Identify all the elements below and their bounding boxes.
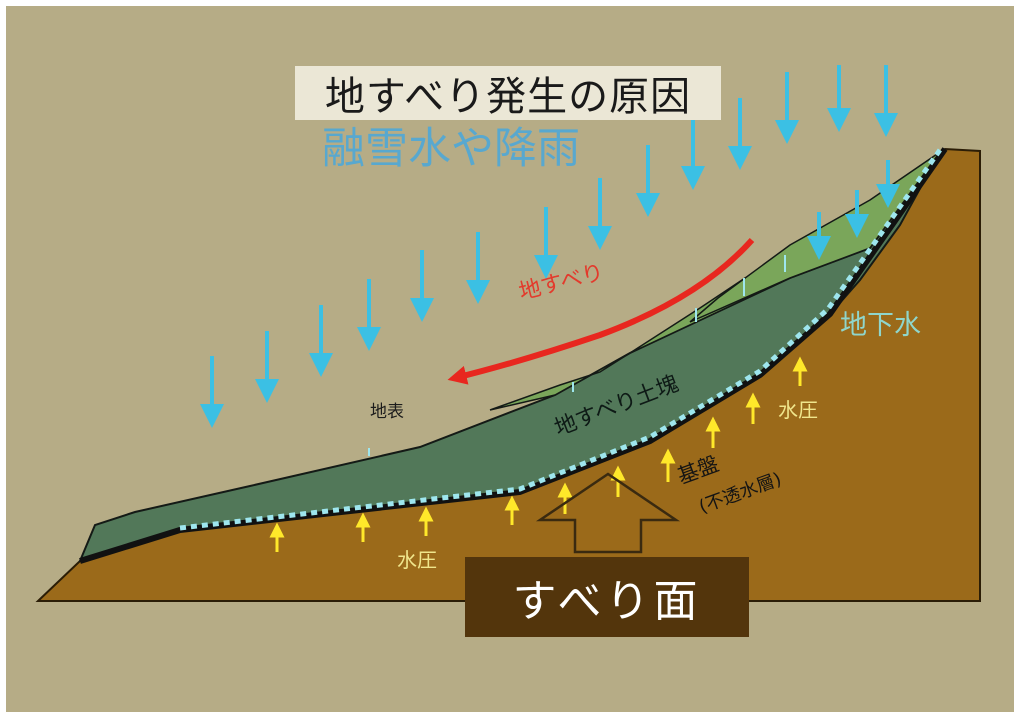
- rain-arrows: [200, 65, 900, 428]
- slip-surface-line: [79, 147, 948, 564]
- groundwater-label: 地下水: [840, 310, 921, 341]
- title-box: 地すべり発生の原因: [295, 66, 721, 120]
- landslide-direction-arrow-icon: [447, 237, 755, 385]
- water-pressure-label-lower: 水圧: [397, 548, 437, 572]
- ground-surface-label: 地表: [370, 402, 404, 422]
- page-title: 地すべり発生の原因: [324, 74, 692, 120]
- rain-label: 融雪水や降雨: [322, 124, 580, 174]
- surface-infiltration-ticks: [368, 255, 786, 456]
- slip-surface-box: すべり面: [465, 557, 749, 637]
- water-pressure-arrows: [269, 356, 808, 552]
- upward-force-hollow-arrow-icon: [535, 472, 681, 554]
- slip-surface-label: すべり面: [512, 576, 702, 627]
- water-pressure-label-upper: 水圧: [778, 398, 818, 422]
